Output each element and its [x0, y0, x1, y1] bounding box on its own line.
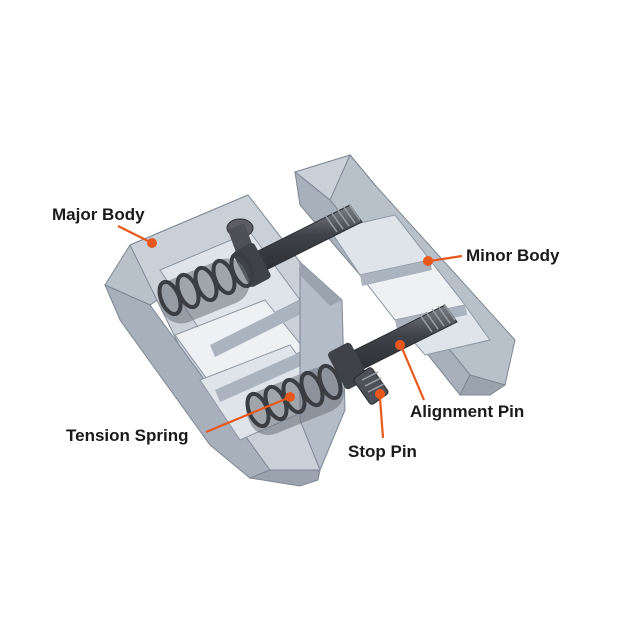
label-alignment-pin: Alignment Pin: [410, 402, 524, 421]
callout-tension-spring: Tension Spring: [66, 392, 295, 445]
label-major-body: Major Body: [52, 205, 145, 224]
callout-minor-body: Minor Body: [423, 246, 560, 266]
tension-spring: [245, 363, 344, 436]
callout-major-body: Major Body: [52, 205, 157, 248]
callout-stop-pin: Stop Pin: [348, 389, 417, 461]
label-stop-pin: Stop Pin: [348, 442, 417, 461]
callout-alignment-pin: Alignment Pin: [395, 340, 524, 421]
upper-tension-spring: [157, 251, 255, 324]
label-tension-spring: Tension Spring: [66, 426, 188, 445]
label-minor-body: Minor Body: [466, 246, 560, 265]
